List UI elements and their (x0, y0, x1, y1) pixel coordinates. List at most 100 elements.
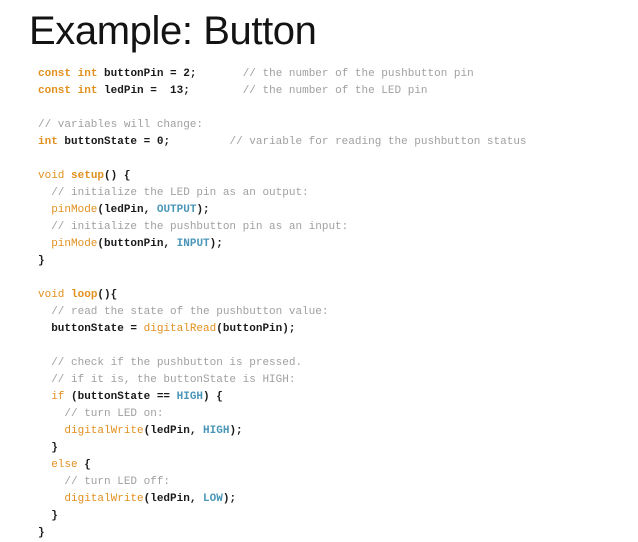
code-token-punc: } (38, 510, 58, 522)
code-token-plain (38, 306, 51, 318)
code-line: } (38, 508, 628, 525)
code-line: pinMode(buttonPin, INPUT); (38, 236, 628, 253)
code-token-cmt: // initialize the LED pin as an output: (51, 187, 309, 199)
code-line: void loop(){ (38, 287, 628, 304)
code-token-id: ); (209, 238, 223, 250)
code-token-fn: digitalRead (143, 323, 217, 335)
code-token-id: buttonState = 0; (64, 136, 171, 148)
code-token-plain (71, 85, 78, 97)
code-token-cmt: // the number of the LED pin (242, 85, 428, 97)
code-token-id: ) { (203, 391, 223, 403)
code-token-fn: void (38, 289, 65, 301)
code-token-punc: } (38, 255, 45, 267)
code-token-plain (38, 425, 64, 437)
code-token-id: { (77, 459, 91, 471)
code-line: } (38, 253, 628, 270)
code-token-plain (38, 187, 51, 199)
code-line: digitalWrite(ledPin, LOW); (38, 491, 628, 508)
code-token-cmt: // the number of the pushbutton pin (242, 68, 474, 80)
code-token-kw: int (38, 136, 58, 148)
code-token-plain (38, 238, 51, 250)
code-line: // if it is, the buttonState is HIGH: (38, 372, 628, 389)
code-token-const: LOW (203, 493, 223, 505)
code-token-kw: const (38, 85, 72, 97)
code-line: if (buttonState == HIGH) { (38, 389, 628, 406)
code-token-id: (buttonPin, (97, 238, 177, 250)
code-token-id: buttonPin = 2; (104, 68, 197, 80)
code-token-plain (38, 357, 51, 369)
code-line (38, 338, 628, 355)
code-token-cmt: // initialize the pushbutton pin as an i… (51, 221, 349, 233)
code-token-plain (38, 221, 51, 233)
code-token-kw: int (77, 85, 98, 97)
code-line: // turn LED off: (38, 474, 628, 491)
code-token-id: buttonState = (51, 323, 144, 335)
code-token-fn: digitalWrite (64, 493, 144, 505)
code-token-cmt: // turn LED on: (64, 408, 164, 420)
code-token-id: (ledPin, (97, 204, 157, 216)
code-token-cmt: // if it is, the buttonState is HIGH: (51, 374, 296, 386)
code-line: // read the state of the pushbutton valu… (38, 304, 628, 321)
code-token-id: ); (222, 493, 237, 505)
code-line: // initialize the pushbutton pin as an i… (38, 219, 628, 236)
code-token-plain (170, 136, 229, 148)
code-token-kw: loop (71, 289, 98, 301)
code-token-plain (71, 68, 78, 80)
code-token-id: ledPin = 13; (104, 85, 190, 97)
code-token-kw: setup (71, 170, 105, 182)
code-listing: const int buttonPin = 2; // the number o… (38, 66, 628, 542)
code-line: const int ledPin = 13; // the number of … (38, 83, 628, 100)
code-token-kw: const (38, 68, 72, 80)
code-line: digitalWrite(ledPin, HIGH); (38, 423, 628, 440)
code-line (38, 151, 628, 168)
code-line: buttonState = digitalRead(buttonPin); (38, 321, 628, 338)
code-token-id: (buttonState == (64, 391, 177, 403)
code-line (38, 270, 628, 287)
code-line: // variables will change: (38, 117, 628, 134)
code-token-const: OUTPUT (156, 204, 197, 216)
code-token-cmt: // read the state of the pushbutton valu… (51, 306, 329, 318)
code-line: } (38, 440, 628, 457)
code-token-plain (38, 493, 64, 505)
code-line: // check if the pushbutton is pressed. (38, 355, 628, 372)
code-token-fn: if (51, 391, 65, 403)
code-token-punc: } (38, 442, 58, 454)
code-token-fn: pinMode (51, 238, 98, 250)
code-token-id: (ledPin, (143, 425, 204, 437)
code-token-fn: digitalWrite (64, 425, 144, 437)
code-token-punc: () { (104, 170, 131, 182)
code-line: // initialize the LED pin as an output: (38, 185, 628, 202)
code-line (38, 100, 628, 117)
code-token-id: (ledPin, (143, 493, 204, 505)
code-token-const: INPUT (176, 238, 210, 250)
code-token-cmt: // check if the pushbutton is pressed. (51, 357, 303, 369)
code-token-id: ); (229, 425, 243, 437)
code-token-fn: pinMode (51, 204, 98, 216)
code-token-plain (38, 323, 51, 335)
code-token-plain (38, 374, 51, 386)
code-token-plain (38, 204, 51, 216)
code-token-const: HIGH (176, 391, 204, 403)
code-token-kw: int (77, 68, 98, 80)
code-line: void setup() { (38, 168, 628, 185)
code-line: const int buttonPin = 2; // the number o… (38, 66, 628, 83)
code-line: pinMode(ledPin, OUTPUT); (38, 202, 628, 219)
presentation-slide: Example: Button const int buttonPin = 2;… (29, 9, 527, 539)
code-line: // turn LED on: (38, 406, 628, 423)
page-title: Example: Button (29, 9, 317, 53)
code-token-const: HIGH (203, 425, 230, 437)
code-token-cmt: // variables will change: (38, 119, 204, 131)
code-token-fn: void (38, 170, 65, 182)
code-token-plain (38, 459, 51, 471)
code-line: } (38, 525, 628, 542)
code-token-plain (38, 408, 64, 420)
code-token-plain (190, 85, 243, 97)
code-token-fn: else (51, 459, 78, 471)
code-token-punc: } (38, 527, 45, 539)
code-token-id: (buttonPin); (216, 323, 296, 335)
code-line: else { (38, 457, 628, 474)
code-line: int buttonState = 0; // variable for rea… (38, 134, 628, 151)
code-token-punc: (){ (97, 289, 118, 301)
code-token-id: ); (196, 204, 210, 216)
code-token-cmt: // variable for reading the pushbutton s… (229, 136, 527, 148)
